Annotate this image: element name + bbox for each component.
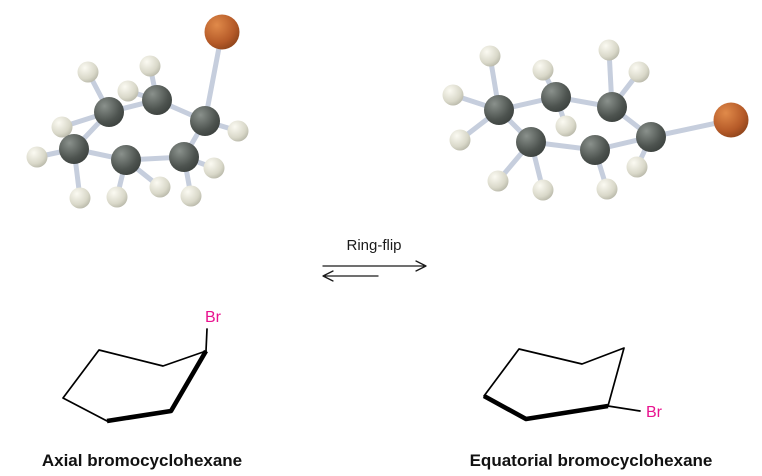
equilibrium-forward-arrow — [322, 260, 427, 272]
carbon-atom — [580, 135, 610, 165]
chair-front-bold-bonds — [482, 393, 609, 422]
axial-br-label: Br — [205, 309, 222, 326]
hydrogen-atom — [532, 179, 554, 201]
equatorial-hydrogen-atoms — [442, 39, 650, 201]
hydrogen-atom — [149, 176, 171, 198]
chair-front-bold-bonds — [106, 349, 208, 424]
equatorial-molecule-3d-model — [442, 39, 749, 201]
hydrogen-atom — [487, 170, 509, 192]
carbon-atom — [111, 145, 141, 175]
equatorial-br-label: Br — [646, 404, 663, 421]
hydrogen-atom — [51, 116, 73, 138]
carbon-atom — [169, 142, 199, 172]
hydrogen-atom — [449, 129, 471, 151]
hydrogen-atom — [596, 178, 618, 200]
equatorial-carbon-atoms — [484, 82, 666, 165]
hydrogen-atom — [117, 80, 139, 102]
axial-hydrogen-atoms — [26, 55, 249, 209]
equilibrium-reverse-arrow — [322, 270, 379, 282]
chair-ring-bonds — [483, 347, 625, 407]
equatorial-caption: Equatorial bromocyclohexane — [470, 451, 713, 470]
equatorial-chair-structure: Br — [482, 347, 663, 422]
chair-ring-bonds — [62, 349, 207, 422]
axial-chair-structure: Br — [62, 309, 222, 424]
hydrogen-atom — [77, 61, 99, 83]
ring-flip-equilibrium: Ring-flip — [322, 237, 427, 282]
hydrogen-atom — [442, 84, 464, 106]
axial-carbon-atoms — [59, 85, 220, 175]
carbon-atom — [142, 85, 172, 115]
hydrogen-atom — [628, 61, 650, 83]
equatorial-br-bond — [607, 405, 641, 412]
carbon-atom — [59, 134, 89, 164]
hydrogen-atom — [139, 55, 161, 77]
bromine-atom — [204, 14, 240, 50]
axial-br-bond — [205, 328, 208, 352]
hydrogen-atom — [180, 185, 202, 207]
axial-caption: Axial bromocyclohexane — [42, 451, 242, 470]
hydrogen-atom — [26, 146, 48, 168]
axial-molecule-3d-model — [26, 14, 249, 209]
hydrogen-atom — [626, 156, 648, 178]
carbon-atom — [190, 106, 220, 136]
hydrogen-atom — [227, 120, 249, 142]
ring-flip-label: Ring-flip — [346, 237, 401, 254]
hydrogen-atom — [479, 45, 501, 67]
hydrogen-atom — [203, 157, 225, 179]
hydrogen-atom — [598, 39, 620, 61]
carbon-atom — [484, 95, 514, 125]
carbon-atom — [94, 97, 124, 127]
carbon-atom — [541, 82, 571, 112]
hydrogen-atom — [555, 115, 577, 137]
hydrogen-atom — [69, 187, 91, 209]
bromine-atom — [713, 102, 749, 138]
carbon-atom — [516, 127, 546, 157]
hydrogen-atom — [106, 186, 128, 208]
carbon-atom — [597, 92, 627, 122]
carbon-atom — [636, 122, 666, 152]
hydrogen-atom — [532, 59, 554, 81]
